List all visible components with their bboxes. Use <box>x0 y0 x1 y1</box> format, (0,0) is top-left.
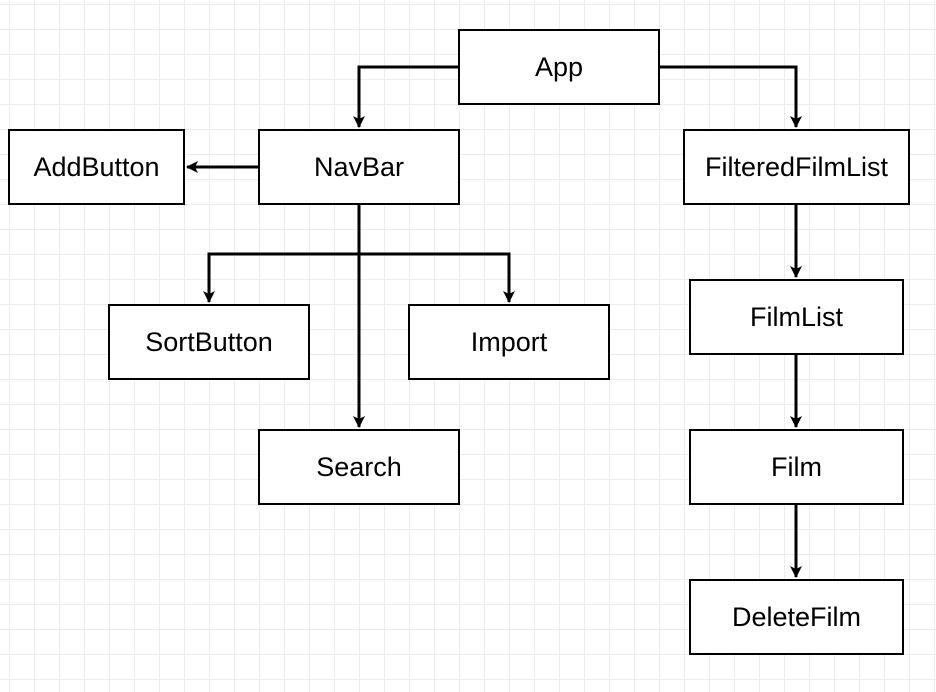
node-film-label: Film <box>771 451 822 482</box>
node-app-label: App <box>534 51 584 82</box>
node-filteredfilmlist[interactable]: FilteredFilmList <box>683 129 910 205</box>
node-deletefilm-label: DeleteFilm <box>731 601 862 632</box>
node-film[interactable]: Film <box>689 429 904 505</box>
node-addbutton-label: AddButton <box>33 151 160 182</box>
node-import[interactable]: Import <box>408 304 610 380</box>
node-search[interactable]: Search <box>258 429 460 505</box>
node-deletefilm[interactable]: DeleteFilm <box>689 579 904 655</box>
node-filmlist-label: FilmList <box>750 301 843 332</box>
node-app[interactable]: App <box>458 29 660 105</box>
node-navbar-label: NavBar <box>313 151 405 182</box>
edge-navbar-import <box>359 252 515 303</box>
node-filmlist[interactable]: FilmList <box>689 279 904 355</box>
edge-app-filteredfilmlist <box>660 65 802 128</box>
edge-app-navbar <box>353 65 458 128</box>
node-import-label: Import <box>470 326 548 357</box>
node-navbar[interactable]: NavBar <box>258 129 460 205</box>
node-addbutton[interactable]: AddButton <box>8 129 185 205</box>
edge-navbar-sortbutton <box>203 205 361 303</box>
node-sortbutton[interactable]: SortButton <box>108 304 310 380</box>
node-search-label: Search <box>316 451 402 482</box>
node-sortbutton-label: SortButton <box>145 326 273 357</box>
node-filteredfilmlist-label: FilteredFilmList <box>704 151 889 182</box>
